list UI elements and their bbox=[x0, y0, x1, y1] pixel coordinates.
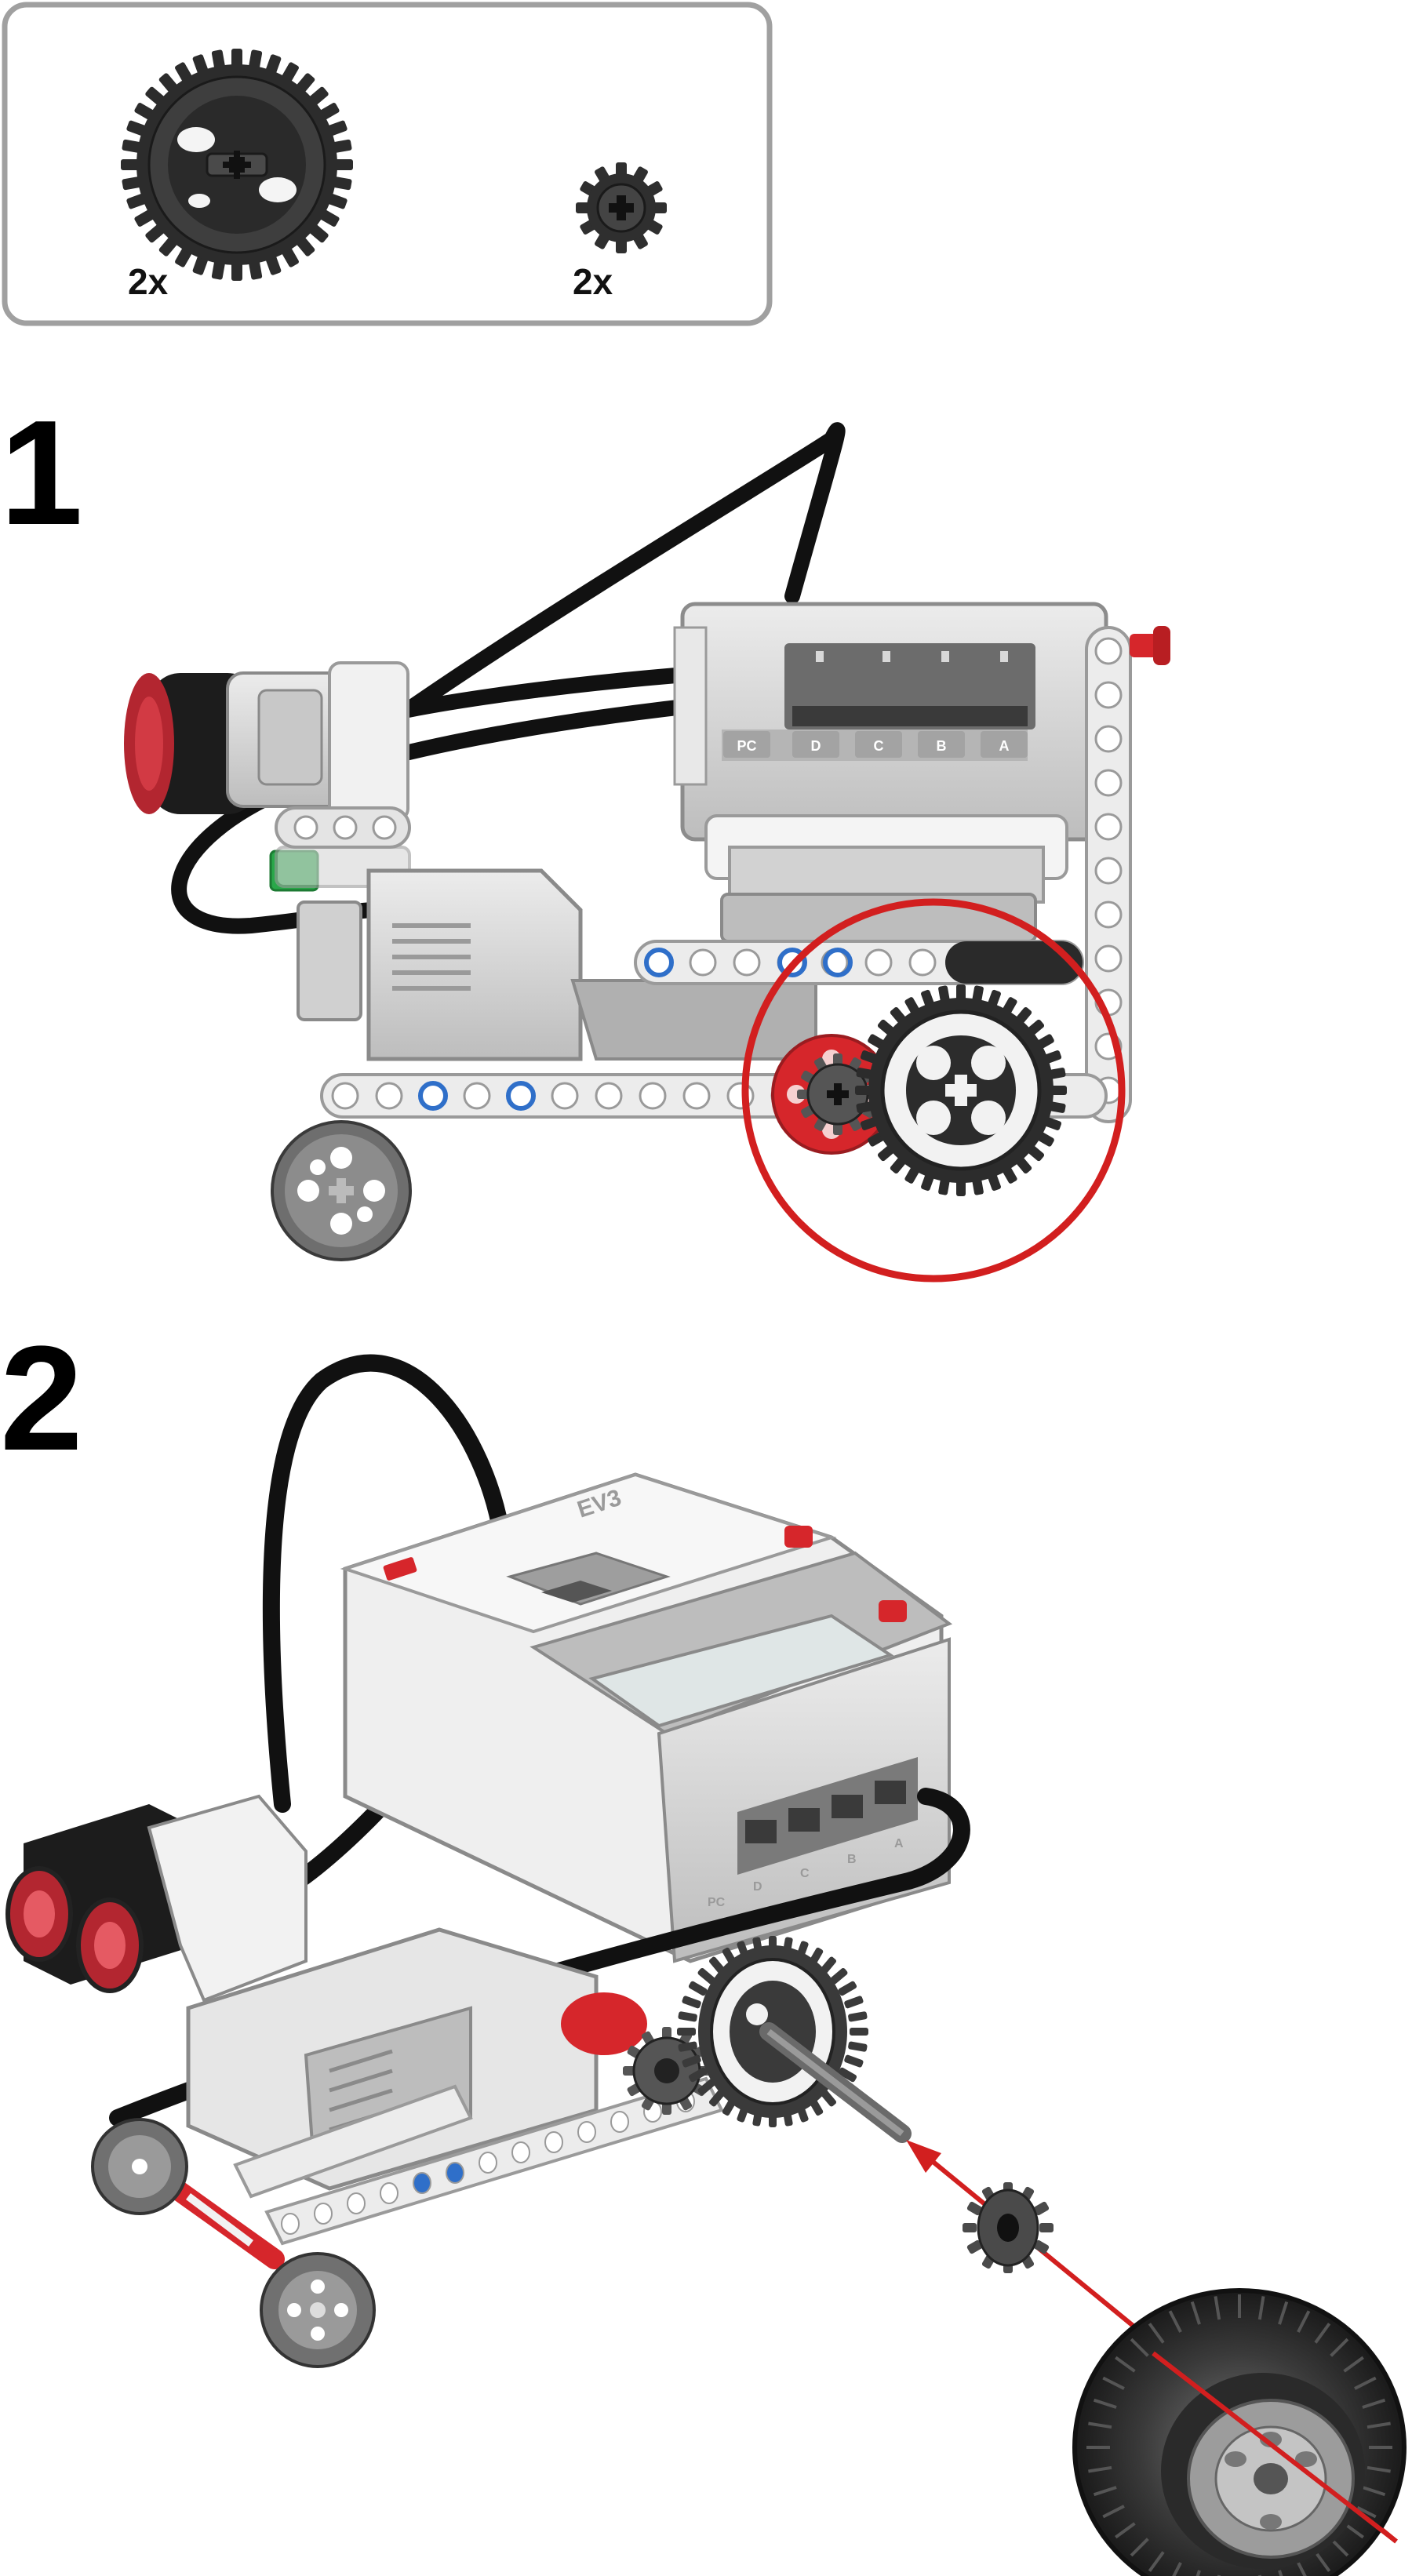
port-label-b: B bbox=[847, 1853, 857, 1866]
ev3-brick: PC D C B A bbox=[673, 602, 1108, 943]
port-label-pc: PC bbox=[708, 1896, 726, 1909]
gear-small-icon bbox=[623, 2027, 711, 2115]
step-2-illustration: PC D C B A EV3 bbox=[5, 1354, 1407, 2576]
port-label-a: A bbox=[894, 1837, 904, 1850]
gear-small-icon bbox=[963, 2182, 1054, 2273]
caster-wheel bbox=[91, 2118, 188, 2215]
red-pin bbox=[1130, 626, 1170, 665]
vertical-beam bbox=[1085, 626, 1132, 1123]
upper-beam bbox=[634, 940, 1084, 985]
port-label-c: C bbox=[874, 738, 884, 754]
parts-box: 2x 2x bbox=[2, 2, 773, 326]
sensor-mount bbox=[269, 806, 411, 892]
red-axle bbox=[155, 2170, 285, 2269]
quantity-small-gear: 2x bbox=[573, 261, 613, 302]
red-hub bbox=[561, 1992, 647, 2055]
lego-logo-icon bbox=[383, 1557, 417, 1581]
port-label-c: C bbox=[800, 1867, 810, 1880]
step-1-number: 1 bbox=[0, 390, 83, 556]
ultrasonic-sensor bbox=[124, 661, 409, 821]
step-2-number: 2 bbox=[0, 1315, 83, 1482]
port-label-b: B bbox=[937, 738, 947, 754]
step-1-illustration: PC D C B A bbox=[124, 422, 1170, 1283]
arrow-head-icon bbox=[906, 2140, 941, 2173]
caster-wheel bbox=[260, 2252, 376, 2368]
gear-large-icon bbox=[121, 49, 353, 281]
wheel-tire bbox=[1072, 2288, 1407, 2576]
port-label-d: D bbox=[753, 1880, 762, 1894]
port-label-d: D bbox=[811, 738, 821, 754]
red-pin bbox=[784, 1526, 907, 1622]
gear-large-icon bbox=[855, 984, 1067, 1196]
quantity-large-gear: 2x bbox=[128, 261, 169, 302]
caster-wheel bbox=[271, 1120, 412, 1261]
port-label-a: A bbox=[999, 738, 1010, 754]
gear-small-icon bbox=[576, 162, 667, 253]
highlight-circle bbox=[741, 898, 1126, 1283]
port-label-pc: PC bbox=[737, 738, 756, 754]
ev3-brick: PC D C B A EV3 bbox=[340, 1472, 953, 1963]
motor-cable bbox=[262, 1354, 512, 1899]
